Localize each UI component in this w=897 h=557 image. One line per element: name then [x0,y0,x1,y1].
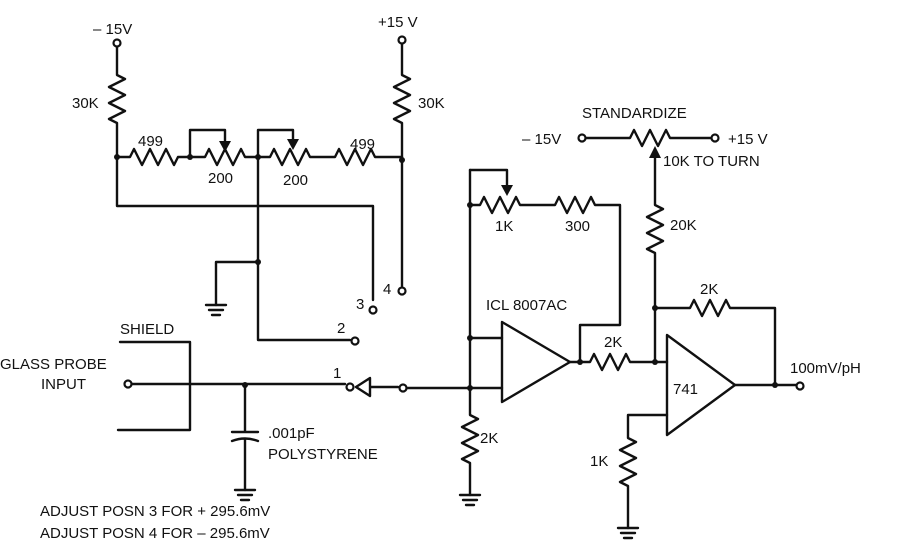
std-pos-label: +15 V [728,131,768,148]
pot-wiper-left [188,128,227,159]
wiper-arrow-icon [649,146,661,158]
switch-terminal-4 [397,286,407,296]
switch-terminal-2 [350,336,360,346]
r30k-right-label: 30K [418,95,445,112]
r30k-left-label: 30K [72,95,99,112]
switch-common-terminal [398,383,408,393]
pot1k-label: 1K [495,218,513,235]
cap-type-label: POLYSTYRENE [268,446,378,463]
opamp-icon [500,320,572,404]
shield-label: SHIELD [120,321,174,338]
standardize-title: STANDARDIZE [582,105,687,122]
r1k-ground-label: 1K [590,453,608,470]
r499-right-label: 499 [350,136,375,153]
r2k-feedback-label: 2K [700,281,718,298]
standardize-pot[interactable] [584,128,713,148]
wire-pos2 [256,155,352,342]
ground-icon [458,493,482,507]
amp1-name: ICL 8007AC [486,297,567,314]
ground-icon [233,488,257,502]
opamp-icon [665,333,737,437]
pos4-label: 4 [383,281,391,298]
pot-1k-wiper [468,168,509,189]
amp1-ground-branch [460,168,480,497]
cap-value-label: .001pF [268,425,315,442]
r499-left-label: 499 [138,133,163,150]
pos3-label: 3 [356,296,364,313]
neg-supply-terminal [112,38,122,48]
note-2: ADJUST POSN 4 FOR – 295.6mV [40,525,270,542]
r300-label: 300 [565,218,590,235]
r20k-label: 20K [670,217,697,234]
output-terminal [795,381,805,391]
pot200-left-label: 200 [208,170,233,187]
wiper-arrow-icon [287,139,299,150]
pot-wiper-right [256,128,295,159]
ground-icon [204,303,228,317]
wiper-arrow-icon [219,141,231,152]
capacitor-icon [230,383,260,492]
neg-supply-label: – 15V [93,21,132,38]
r2k-input-label: 2K [604,334,622,351]
amp2-feedback [653,298,777,387]
neg-supply-branch [107,38,127,159]
divider-chain [115,147,404,167]
shield-line [116,340,192,432]
amp2-name: 741 [673,381,698,398]
wire-ground [214,260,260,307]
pos-supply-terminal [397,35,407,45]
std-pos-terminal [710,133,720,143]
std-pot-label: 10K TO TURN [663,153,760,170]
switch-terminal-3 [368,305,378,315]
pos2-label: 2 [337,320,345,337]
probe-input-terminal [123,379,133,389]
ground-icon [616,526,640,540]
output-label: 100mV/pH [790,360,861,377]
std-neg-label: – 15V [522,131,561,148]
input-label-2: INPUT [41,376,86,393]
wire-pos3 [115,155,375,302]
std-neg-terminal [577,133,587,143]
switch-terminal-1 [345,382,355,392]
amp2-input-resistor [568,352,669,372]
note-1: ADJUST POSN 3 FOR + 295.6mV [40,503,270,520]
pos-supply-branch [392,35,412,296]
wiper-arrow-icon [501,185,513,196]
input-label-1: GLASS PROBE [0,356,107,373]
pos1-label: 1 [333,365,341,382]
pot200-right-label: 200 [283,172,308,189]
r2k-ground-label: 2K [480,430,498,447]
std-resistor-branch [645,153,665,364]
amp2-ground-branch [618,413,669,530]
amp1-feedback [468,195,622,364]
switch-wiper-icon[interactable] [354,376,400,398]
pos-supply-label: +15 V [378,14,418,31]
